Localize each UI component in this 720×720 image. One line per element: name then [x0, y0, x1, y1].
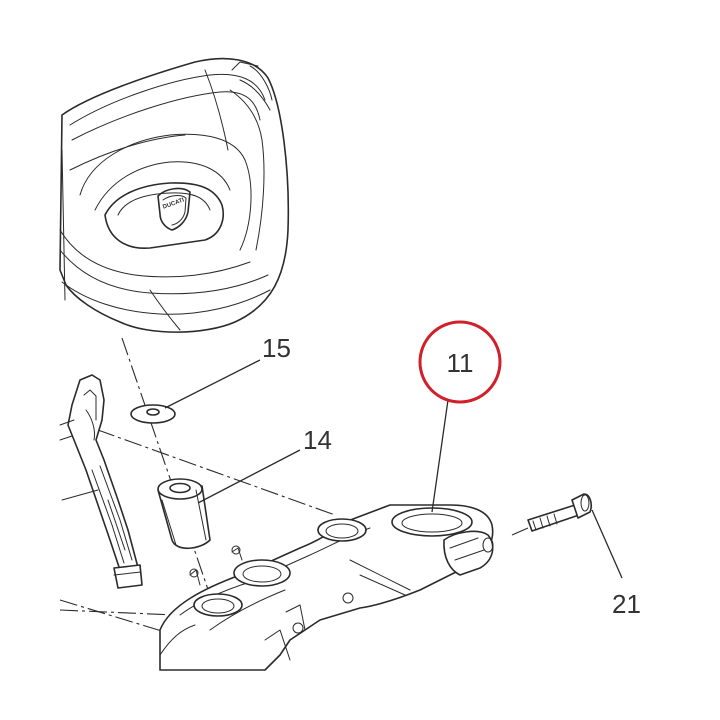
callout-11: 11 — [447, 348, 474, 378]
highlight-ring — [418, 320, 502, 404]
callout-14: 14 — [303, 425, 332, 455]
assembly-axis-lines — [59, 337, 529, 633]
leader-14 — [197, 449, 301, 504]
part-15-washer — [130, 404, 176, 424]
callout-21: 21 — [612, 589, 641, 619]
part-11-top-yoke — [159, 504, 494, 671]
callout-15: 15 — [262, 333, 291, 363]
leader-21 — [591, 509, 623, 579]
left-handlebar-bracket — [59, 374, 143, 589]
leader-lines — [164, 359, 623, 579]
leader-11 — [431, 399, 449, 513]
highlighted-callout-11: 11 — [418, 320, 502, 404]
leader-15 — [164, 359, 261, 409]
part-14-bushing — [157, 478, 211, 550]
part-21-bolt — [527, 493, 592, 532]
instrument-cluster-housing: DUCATI — [59, 57, 290, 333]
